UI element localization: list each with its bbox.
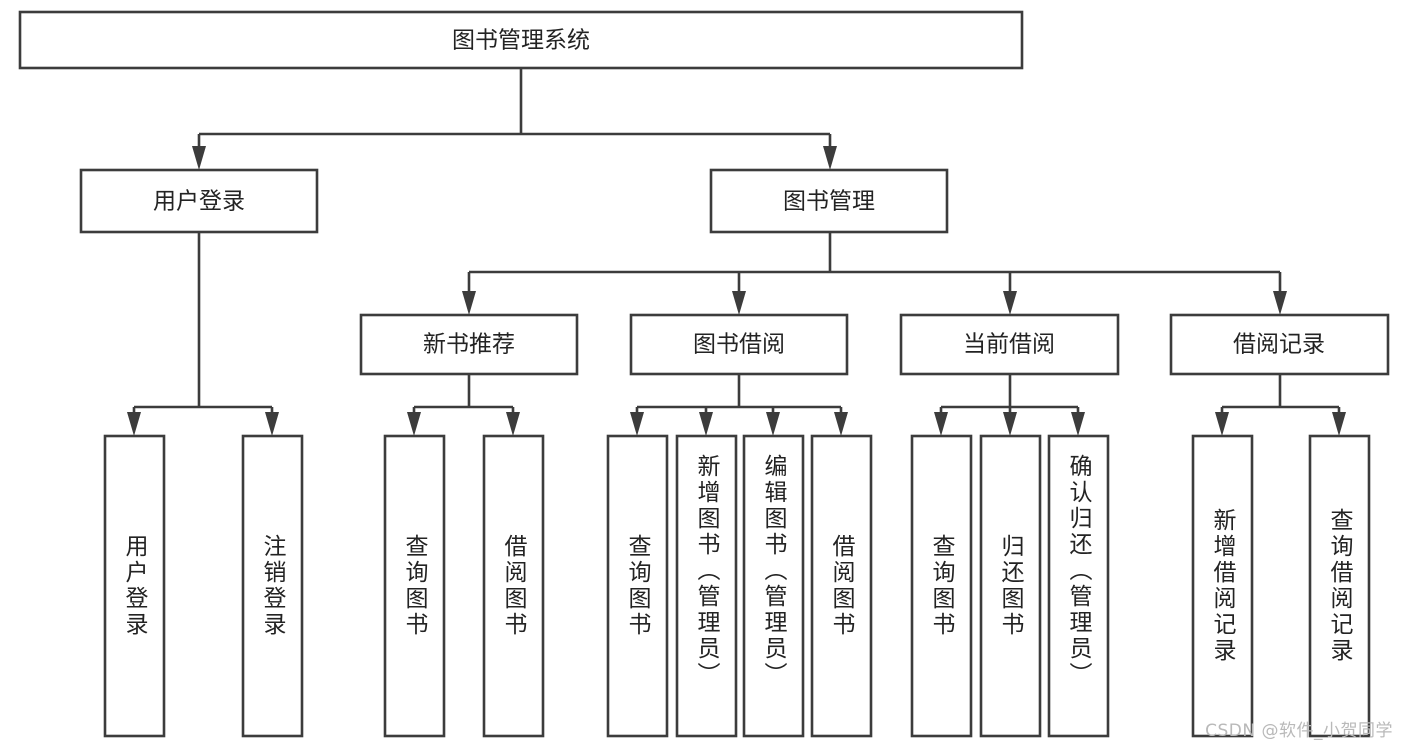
node-leaf-edit-book-box[interactable] bbox=[742, 434, 805, 738]
node-leaf-add-record-box[interactable] bbox=[1191, 434, 1254, 738]
node-leaf-return-book[interactable]: 归还图书 bbox=[979, 434, 1042, 738]
node-leaf-edit-book[interactable]: 编辑图书（管理员） bbox=[742, 434, 805, 738]
node-leaf-query-book-2-label: 查询图书 bbox=[624, 534, 652, 638]
node-leaf-user-login[interactable]: 用户登录 bbox=[103, 434, 166, 738]
node-book-manage[interactable]: 图书管理 bbox=[709, 168, 949, 234]
node-book-manage-box[interactable] bbox=[709, 168, 949, 234]
node-leaf-confirm-return-box[interactable] bbox=[1047, 434, 1110, 738]
node-leaf-query-book-3[interactable]: 查询图书 bbox=[910, 434, 973, 738]
node-leaf-edit-book-label: 编辑图书（管理员） bbox=[760, 454, 788, 688]
node-leaf-return-book-box[interactable] bbox=[979, 434, 1042, 738]
node-root-box[interactable] bbox=[18, 10, 1024, 70]
node-leaf-user-logout-box[interactable] bbox=[241, 434, 304, 738]
node-leaf-borrow-book-1[interactable]: 借阅图书 bbox=[482, 434, 545, 738]
node-leaf-query-book-3-label: 查询图书 bbox=[928, 534, 956, 638]
node-user-login-box[interactable] bbox=[79, 168, 319, 234]
node-leaf-borrow-book-2-label: 借阅图书 bbox=[828, 534, 856, 638]
node-book-manage-label: 图书管理 bbox=[783, 189, 875, 215]
node-leaf-add-book[interactable]: 新增图书（管理员） bbox=[675, 434, 738, 738]
connector-group-new-book-recommend bbox=[407, 374, 520, 436]
node-leaf-borrow-book-2[interactable]: 借阅图书 bbox=[810, 434, 873, 738]
node-book-borrow-box[interactable] bbox=[629, 313, 849, 376]
node-user-login[interactable]: 用户登录 bbox=[79, 168, 319, 234]
node-borrow-record-box[interactable] bbox=[1169, 313, 1390, 376]
node-leaf-query-book-1-label: 查询图书 bbox=[401, 534, 429, 638]
node-leaf-query-book-2-box[interactable] bbox=[606, 434, 669, 738]
node-leaf-query-record-box[interactable] bbox=[1308, 434, 1371, 738]
node-leaf-query-book-2[interactable]: 查询图书 bbox=[606, 434, 669, 738]
connector-group-current-borrow bbox=[934, 374, 1085, 436]
node-leaf-user-logout-label: 注销登录 bbox=[259, 534, 287, 638]
connector-group-book-manage bbox=[462, 232, 1287, 315]
node-current-borrow-label: 当前借阅 bbox=[963, 332, 1055, 358]
node-leaf-confirm-return[interactable]: 确认归还（管理员） bbox=[1047, 434, 1110, 738]
connector-group-borrow-record bbox=[1215, 374, 1346, 436]
node-leaf-add-record[interactable]: 新增借阅记录 bbox=[1191, 434, 1254, 738]
node-leaf-query-book-3-box[interactable] bbox=[910, 434, 973, 738]
node-leaf-query-book-1-box[interactable] bbox=[383, 434, 446, 738]
node-root-label: 图书管理系统 bbox=[452, 28, 590, 54]
node-current-borrow[interactable]: 当前借阅 bbox=[899, 313, 1120, 376]
connector-group-book-borrow bbox=[630, 374, 848, 436]
node-book-borrow[interactable]: 图书借阅 bbox=[629, 313, 849, 376]
node-book-borrow-label: 图书借阅 bbox=[693, 332, 785, 358]
node-root[interactable]: 图书管理系统 bbox=[18, 10, 1024, 70]
node-leaf-query-record[interactable]: 查询借阅记录 bbox=[1308, 434, 1371, 738]
node-leaf-add-book-box[interactable] bbox=[675, 434, 738, 738]
node-leaf-user-logout[interactable]: 注销登录 bbox=[241, 434, 304, 738]
node-new-book-recommend[interactable]: 新书推荐 bbox=[359, 313, 579, 376]
node-leaf-add-book-label: 新增图书（管理员） bbox=[693, 454, 721, 688]
node-leaf-query-record-label: 查询借阅记录 bbox=[1326, 508, 1354, 664]
node-new-book-recommend-box[interactable] bbox=[359, 313, 579, 376]
node-new-book-recommend-label: 新书推荐 bbox=[423, 332, 515, 358]
node-leaf-borrow-book-1-box[interactable] bbox=[482, 434, 545, 738]
node-user-login-label: 用户登录 bbox=[153, 189, 245, 215]
connector-group-user-login bbox=[127, 232, 279, 436]
node-leaf-add-record-label: 新增借阅记录 bbox=[1209, 508, 1237, 664]
node-leaf-confirm-return-label: 确认归还（管理员） bbox=[1065, 454, 1093, 688]
watermark: CSDN @软件_小贺同学 bbox=[1205, 721, 1393, 741]
node-leaf-user-login-label: 用户登录 bbox=[121, 534, 149, 638]
node-current-borrow-box[interactable] bbox=[899, 313, 1120, 376]
node-leaf-query-book-1[interactable]: 查询图书 bbox=[383, 434, 446, 738]
node-leaf-borrow-book-2-box[interactable] bbox=[810, 434, 873, 738]
node-borrow-record-label: 借阅记录 bbox=[1233, 332, 1325, 358]
node-borrow-record[interactable]: 借阅记录 bbox=[1169, 313, 1390, 376]
node-leaf-return-book-label: 归还图书 bbox=[997, 534, 1025, 638]
connector-group-root bbox=[192, 68, 837, 170]
node-leaf-borrow-book-1-label: 借阅图书 bbox=[500, 534, 528, 638]
node-leaf-user-login-box[interactable] bbox=[103, 434, 166, 738]
